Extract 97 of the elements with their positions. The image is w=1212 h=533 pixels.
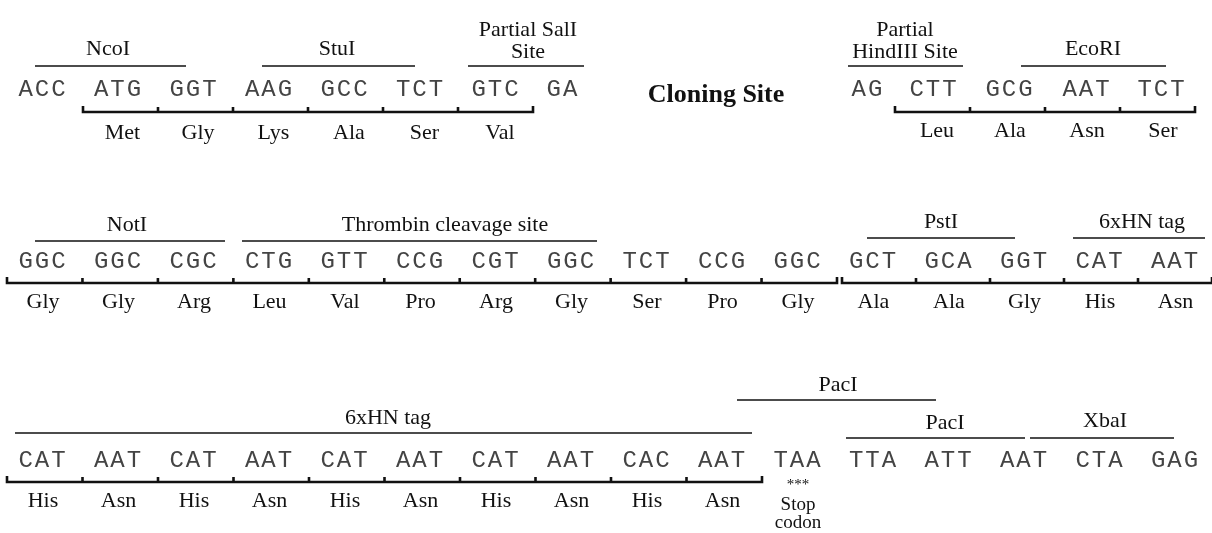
amino-acid: Asn	[1157, 290, 1194, 312]
site-name: StuI	[318, 37, 356, 59]
amino-acid: His	[1084, 290, 1116, 312]
codon: CTG	[244, 250, 295, 274]
amino-acid: Ser	[1148, 119, 1178, 141]
site-name: NcoI	[86, 37, 130, 59]
codon: AAG	[244, 78, 295, 102]
amino-acid: Asn	[1069, 119, 1105, 141]
codon: AAT	[244, 449, 295, 473]
site-name: PacI	[925, 411, 965, 433]
amino-acid: Leu	[252, 290, 287, 312]
codon: TTA	[848, 449, 899, 473]
codon: CGT	[471, 250, 521, 274]
amino-acid: His	[178, 489, 210, 511]
stop-mark: ***	[786, 476, 810, 492]
codon: AAT	[395, 449, 446, 473]
amino-acid: Val	[485, 121, 515, 143]
codon: CGC	[169, 250, 219, 274]
codon: AAT	[999, 449, 1050, 473]
site-name: 6xHN tag	[344, 406, 432, 428]
site-name: EcoRI	[1064, 37, 1122, 59]
codon: CAT	[1075, 250, 1125, 274]
codon: GGT	[999, 250, 1050, 274]
codon: TAA	[773, 449, 823, 473]
codon: GTC	[471, 78, 521, 102]
amino-acid: Ala	[994, 119, 1026, 141]
codon: CAT	[169, 449, 219, 473]
site-name: 6xHN tag	[1098, 210, 1186, 232]
codon: GGT	[169, 78, 219, 102]
stop-codon-label: Stop codon	[773, 494, 823, 532]
codon: ATT	[924, 449, 974, 473]
codon: AAT	[93, 449, 144, 473]
codon: AAT	[697, 449, 748, 473]
amino-acid: Leu	[919, 119, 955, 141]
amino-acid: Val	[330, 290, 360, 312]
codon: ACC	[18, 78, 68, 102]
site-name: PstI	[923, 210, 959, 232]
codon: ATG	[93, 78, 144, 102]
amino-acid: Gly	[781, 290, 815, 312]
codon: GCG	[985, 78, 1035, 102]
amino-acid: Pro	[707, 290, 738, 312]
amino-acid: Ala	[933, 290, 965, 312]
amino-acid: Gly	[1008, 290, 1041, 312]
site-name: NotI	[106, 213, 148, 235]
codon: TCT	[622, 250, 672, 274]
codon: GCT	[848, 250, 899, 274]
codon: GGC	[546, 250, 597, 274]
codon: AAT	[1150, 250, 1201, 274]
codon: AAT	[546, 449, 597, 473]
codon: CCG	[395, 250, 446, 274]
amino-acid: His	[480, 489, 512, 511]
site-name: Partial SalI Site	[478, 18, 578, 62]
amino-acid: Arg	[177, 290, 211, 312]
codon: GCC	[320, 78, 370, 102]
amino-acid: Ala	[333, 121, 365, 143]
codon: CAT	[18, 449, 68, 473]
amino-acid: Asn	[251, 489, 288, 511]
amino-acid: Asn	[553, 489, 590, 511]
amino-acid: Ala	[857, 290, 890, 312]
amino-acid: Met	[104, 121, 141, 143]
codon: CAT	[471, 449, 521, 473]
amino-acid: Pro	[405, 290, 436, 312]
codon: AAT	[1062, 78, 1112, 102]
amino-acid: Asn	[100, 489, 137, 511]
site-name: Partial HindIII Site	[851, 18, 959, 62]
codon: CCG	[697, 250, 748, 274]
amino-acid: Gly	[181, 121, 215, 143]
site-name: XbaI	[1083, 409, 1127, 431]
title: Cloning Site	[647, 81, 785, 107]
codon: GTT	[320, 250, 370, 274]
amino-acid: Asn	[402, 489, 439, 511]
amino-acid: His	[27, 489, 59, 511]
codon: TCT	[395, 78, 446, 102]
amino-acid: Ser	[632, 290, 662, 312]
site-name: PacI	[818, 373, 858, 395]
codon: GCA	[924, 250, 974, 274]
amino-acid: Gly	[26, 290, 60, 312]
codon: GA	[546, 78, 580, 102]
codon: GGC	[93, 250, 144, 274]
codon: GAG	[1150, 449, 1201, 473]
amino-acid: Lys	[257, 121, 290, 143]
codon: GGC	[18, 250, 68, 274]
codon: CTA	[1075, 449, 1125, 473]
amino-acid: His	[631, 489, 663, 511]
amino-acid: Asn	[704, 489, 741, 511]
site-name: Thrombin cleavage site	[341, 213, 549, 235]
amino-acid: Gly	[555, 290, 588, 312]
codon: GGC	[773, 250, 823, 274]
codon: CTT	[909, 78, 959, 102]
codon: AG	[851, 78, 885, 102]
codon: CAC	[622, 449, 672, 473]
codon: CAT	[320, 449, 370, 473]
amino-acid: Arg	[479, 290, 513, 312]
amino-acid: Ser	[409, 121, 440, 143]
codon: TCT	[1137, 78, 1187, 102]
amino-acid: Gly	[102, 290, 135, 312]
amino-acid: His	[329, 489, 361, 511]
